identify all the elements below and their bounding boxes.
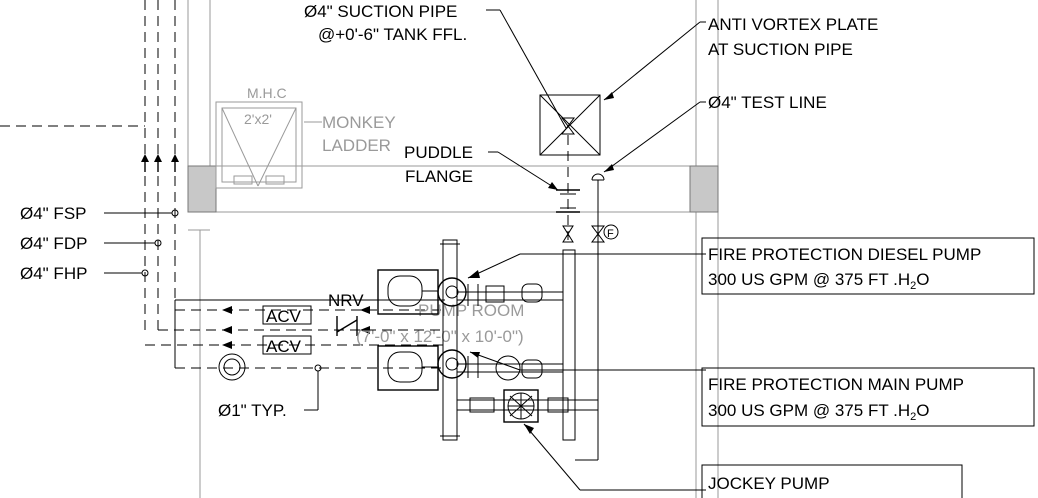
puddle-label-2: FLANGE bbox=[405, 167, 473, 186]
discharge-lines bbox=[145, 299, 445, 369]
anti-vortex-label-2: AT SUCTION PIPE bbox=[708, 40, 853, 59]
suction-label-2: @+0'-6" TANK FFL. bbox=[318, 25, 467, 44]
main-pump-label-1: FIRE PROTECTION MAIN PUMP bbox=[708, 375, 964, 394]
test-line-leader-diag bbox=[603, 101, 701, 173]
acv-valve-lower bbox=[262, 335, 312, 355]
acv-valve-upper bbox=[262, 305, 312, 325]
main-pump-label-2: 300 US GPM @ 375 FT .H2O bbox=[708, 401, 929, 423]
jockey-pump-box bbox=[701, 464, 963, 498]
jockey-pump-label: JOCKEY PUMP bbox=[708, 474, 830, 493]
fsp-label: Ø4" FSP bbox=[20, 204, 87, 223]
anti-vortex-label-1: ANTI VORTEX PLATE bbox=[708, 15, 878, 34]
diesel-pump-label-2: 300 US GPM @ 375 FT .H2O bbox=[708, 270, 929, 292]
mhc-title: M.H.C bbox=[247, 85, 287, 101]
manhole-cover bbox=[215, 101, 322, 189]
riser-arrows bbox=[141, 154, 179, 172]
anti-vortex-leader-diag bbox=[603, 21, 701, 101]
ladder-label: LADDER bbox=[322, 136, 391, 155]
test-line bbox=[575, 173, 619, 461]
puddle-leader-diag bbox=[497, 151, 559, 191]
fdp-label: Ø4" FDP bbox=[20, 234, 87, 253]
jockey-pump bbox=[469, 389, 569, 423]
f-mark: F bbox=[607, 228, 614, 240]
drain-point bbox=[218, 353, 322, 411]
diesel-pump bbox=[377, 269, 543, 315]
fhp-label: Ø4" FHP bbox=[20, 264, 87, 283]
main-pump-box bbox=[701, 367, 1035, 427]
pump-room-size: (7'-0" x 12'-0" x 10'-0") bbox=[356, 327, 524, 346]
acv-label-upper: ACV bbox=[266, 307, 302, 326]
suction-leader-diag bbox=[499, 9, 567, 129]
mhc-size: 2'x2' bbox=[244, 111, 272, 127]
nrv-valve bbox=[336, 316, 358, 336]
pump-room-label: PUMP ROOM bbox=[418, 301, 524, 320]
test-line-label: Ø4" TEST LINE bbox=[708, 93, 827, 112]
wall-column-right bbox=[689, 165, 719, 213]
wall-column-left bbox=[187, 165, 217, 213]
puddle-label-1: PUDDLE bbox=[404, 143, 473, 162]
acv-label-lower: ACV bbox=[266, 337, 302, 356]
main-pump bbox=[377, 345, 543, 391]
jockey-pump-leader-diag bbox=[523, 423, 581, 491]
flow-arrows bbox=[222, 306, 370, 349]
pump-manifold bbox=[440, 239, 598, 441]
tank-walls bbox=[187, 0, 719, 498]
suction-label-1: Ø4" SUCTION PIPE bbox=[304, 2, 457, 21]
monkey-label: MONKEY bbox=[322, 113, 396, 132]
diesel-pump-box bbox=[701, 237, 1035, 295]
nrv-label: NRV bbox=[328, 291, 364, 310]
diesel-pump-label-1: FIRE PROTECTION DIESEL PUMP bbox=[708, 245, 981, 264]
riser-taps bbox=[104, 209, 179, 277]
typ-label: Ø1" TYP. bbox=[218, 401, 287, 420]
anti-vortex-plate bbox=[539, 94, 601, 156]
suction-pipe bbox=[556, 135, 580, 441]
